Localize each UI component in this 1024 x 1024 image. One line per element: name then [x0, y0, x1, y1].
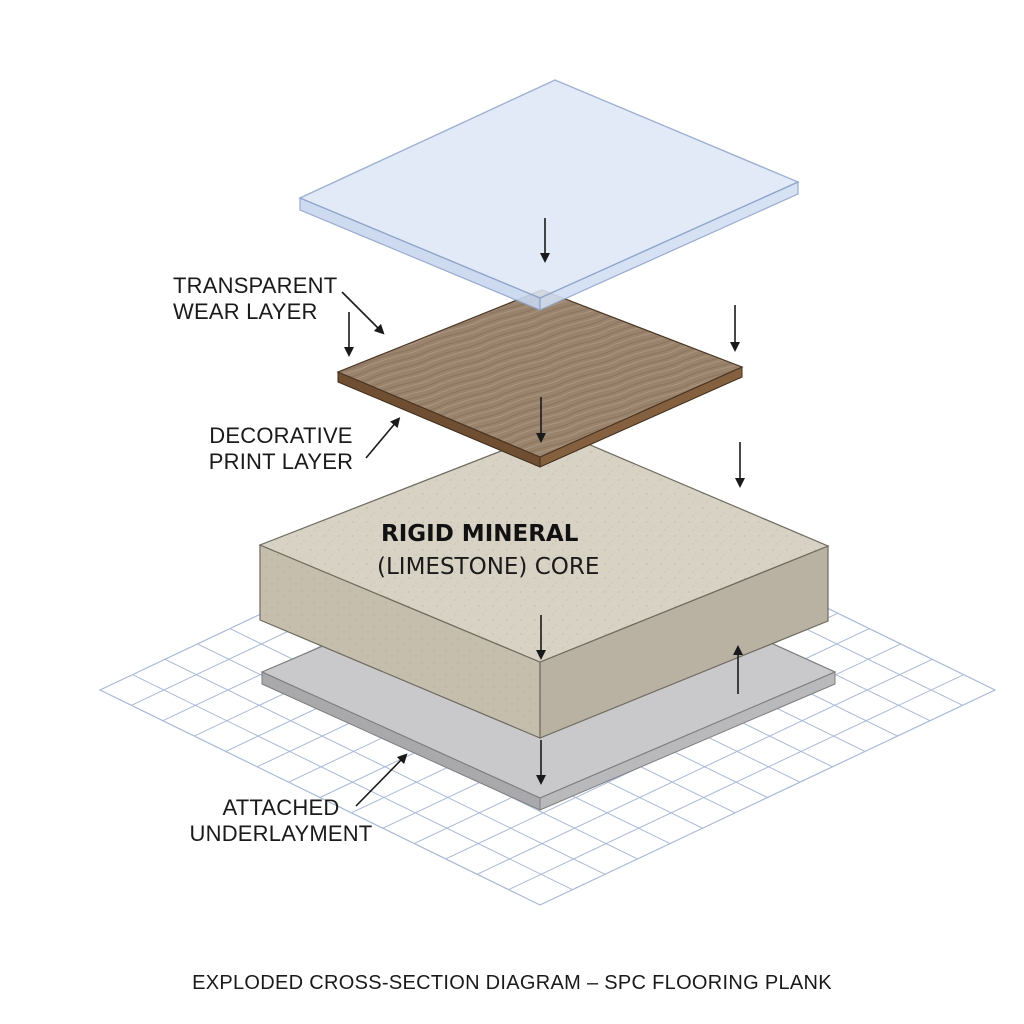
leader-print — [366, 421, 397, 458]
decorative-print-layer — [338, 290, 742, 467]
wear-layer-label-line2: WEAR LAYER — [173, 299, 337, 325]
transparent-wear-layer — [300, 80, 798, 310]
print-layer-label-line1: DECORATIVE — [206, 423, 356, 449]
wear-layer-label-line1: TRANSPARENT — [173, 273, 337, 299]
leader-wear — [342, 292, 381, 331]
print-layer-label: DECORATIVE PRINT LAYER — [206, 423, 356, 475]
diagram-caption: EXPLODED CROSS-SECTION DIAGRAM – SPC FLO… — [0, 972, 1024, 995]
wear-layer-label: TRANSPARENT WEAR LAYER — [173, 273, 337, 325]
underlayment-label: ATTACHED UNDERLAYMENT — [186, 795, 376, 847]
core-label-title: RIGID MINERAL — [381, 521, 578, 547]
underlayment-label-line2: UNDERLAYMENT — [186, 821, 376, 847]
core-label-subtitle: (LIMESTONE) CORE — [377, 554, 599, 580]
print-layer-label-line2: PRINT LAYER — [206, 449, 356, 475]
underlayment-label-line1: ATTACHED — [186, 795, 376, 821]
